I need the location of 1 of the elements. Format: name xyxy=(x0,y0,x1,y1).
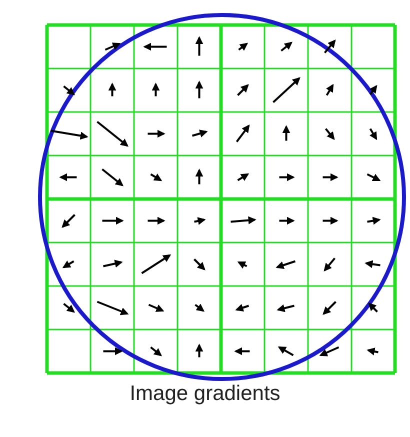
caption: Image gradients xyxy=(128,382,282,406)
